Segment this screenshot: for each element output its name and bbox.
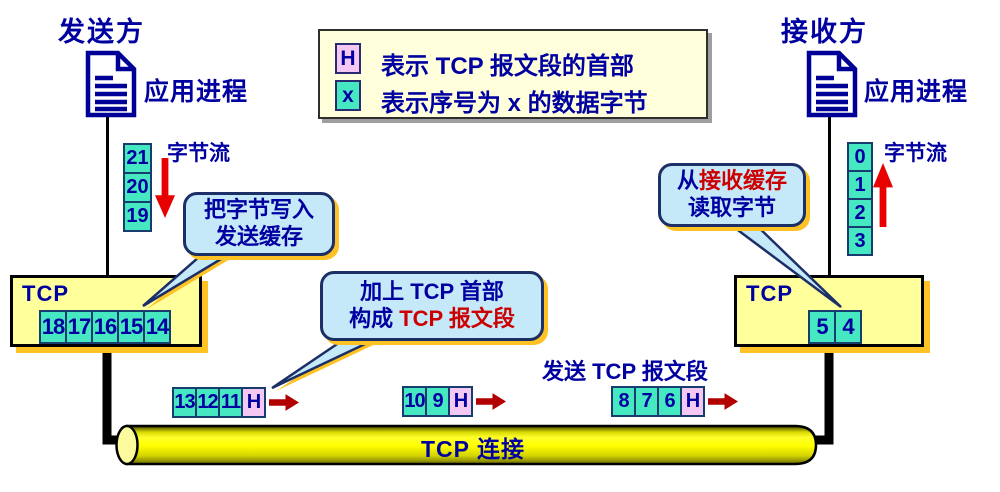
- add-header-callout: 加上 TCP 首部 构成 TCP 报文段: [320, 271, 544, 341]
- buffer-cell: 14: [143, 310, 171, 344]
- callout-text: 构成: [349, 306, 400, 331]
- receiver-process-label: 应用进程: [864, 78, 969, 106]
- legend-box: H 表示 TCP 报文段的首部 x 表示序号为 x 的数据字节: [318, 29, 708, 119]
- sender-process-label: 应用进程: [144, 78, 249, 106]
- sender-byte-stream: 21 20 19: [123, 143, 152, 232]
- read-callout-tail: [723, 220, 842, 309]
- send-segments-label: 发送 TCP 报文段: [542, 359, 708, 384]
- callout-text: 加上 TCP 首部: [360, 279, 504, 305]
- send-buffer: 18 17 16 15 14: [39, 310, 171, 344]
- sender-title: 发送方: [58, 17, 145, 47]
- buffer-cell: 17: [65, 310, 93, 344]
- receiver-application-document-icon: [806, 50, 858, 118]
- legend-header-text: 表示 TCP 报文段的首部: [381, 53, 634, 80]
- tcp-connection-pipe: [125, 424, 818, 466]
- write-callout-tail: [142, 248, 241, 308]
- read-from-buffer-callout: 从接收缓存 读取字节: [658, 163, 806, 227]
- segment-byte-cell: 8: [611, 386, 636, 417]
- header-callout-tail: [271, 334, 383, 390]
- segment-header-cell: H: [680, 386, 705, 417]
- byte-cell: 3: [847, 226, 873, 256]
- legend-byte-symbol: x: [335, 80, 361, 111]
- callout-text: 读取字节: [687, 195, 776, 220]
- receive-buffer: 5 4: [808, 310, 862, 344]
- tcp-connection-label: TCP 连接: [421, 436, 525, 462]
- sender-application-document-icon: [85, 50, 137, 118]
- segment-header-cell: H: [448, 386, 473, 417]
- tail-shadow: [147, 253, 240, 309]
- segment-byte-cell: 13: [172, 387, 197, 418]
- byte-cell: 20: [123, 172, 152, 203]
- callout-text: 发送缓存: [214, 224, 303, 249]
- segment-byte-cell: 12: [195, 387, 220, 418]
- legend-byte-text: 表示序号为 x 的数据字节: [381, 90, 648, 117]
- buffer-cell: 4: [834, 310, 862, 344]
- tcp-segment: 13 12 11 H: [172, 387, 299, 418]
- segment-byte-cell: 11: [218, 387, 243, 418]
- callout-text: TCP 报文段: [399, 306, 515, 331]
- tcp-segment: 8 7 6 H: [611, 386, 738, 417]
- sender-tcp-label: TCP: [22, 281, 69, 306]
- receiver-tcp-to-pipe-connector: [814, 346, 834, 445]
- byte-cell: 1: [847, 170, 873, 200]
- buffer-cell: 16: [91, 310, 119, 344]
- callout-text: 把字节写入: [203, 197, 314, 223]
- callout-text: 接收缓存: [699, 168, 788, 194]
- write-to-buffer-callout: 把字节写入 发送缓存: [183, 192, 335, 256]
- byte-cell: 21: [123, 143, 152, 174]
- receiver-title: 接收方: [781, 17, 868, 47]
- receiver-stream-label: 字节流: [884, 142, 947, 165]
- receiver-tcp-entity: TCP 5 4: [734, 275, 924, 347]
- segment-header-cell: H: [241, 387, 266, 418]
- legend-header-symbol: H: [335, 43, 361, 74]
- tail-shadow: [276, 339, 386, 391]
- callout-text: 从: [676, 168, 699, 194]
- pipe-left-cap: [115, 424, 139, 466]
- receiver-tcp-label: TCP: [746, 281, 793, 306]
- receiver-byte-stream: 0 1 2 3: [847, 142, 873, 256]
- sender-stream-label: 字节流: [167, 142, 230, 165]
- tcp-segment: 10 9 H: [402, 386, 506, 417]
- byte-cell: 19: [123, 201, 152, 232]
